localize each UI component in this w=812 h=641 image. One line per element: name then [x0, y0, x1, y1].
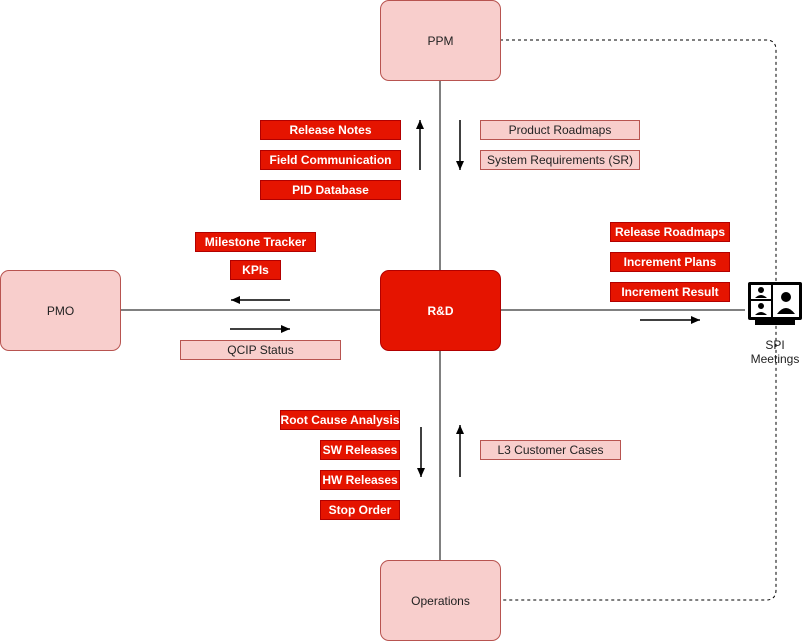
label-hw-releases: HW Releases [320, 470, 400, 490]
label-field-communication: Field Communication [260, 150, 401, 170]
label-kpis: KPIs [230, 260, 281, 280]
label-milestone-tracker: Milestone Tracker [195, 232, 316, 252]
label-sw-releases: SW Releases [320, 440, 400, 460]
label-stop-order: Stop Order [320, 500, 400, 520]
label-release-roadmaps: Release Roadmaps [610, 222, 730, 242]
label-system-requirements: System Requirements (SR) [480, 150, 640, 170]
label-increment-plans: Increment Plans [610, 252, 730, 272]
spi-meetings-caption: SPI Meetings [740, 338, 810, 366]
pmo-node[interactable]: PMO [0, 270, 121, 351]
label-qcip-status: QCIP Status [180, 340, 341, 360]
label-increment-result: Increment Result [610, 282, 730, 302]
spi-caption-line1: SPI [765, 338, 785, 352]
label-root-cause-analysis: Root Cause Analysis [280, 410, 400, 430]
label-l3-customer-cases: L3 Customer Cases [480, 440, 621, 460]
ppm-node[interactable]: PPM [380, 0, 501, 81]
spi-caption-line2: Meetings [750, 352, 800, 366]
rd-node[interactable]: R&D [380, 270, 501, 351]
label-pid-database: PID Database [260, 180, 401, 200]
video-meeting-icon [748, 282, 802, 325]
label-release-notes: Release Notes [260, 120, 401, 140]
operations-node[interactable]: Operations [380, 560, 501, 641]
label-product-roadmaps: Product Roadmaps [480, 120, 640, 140]
